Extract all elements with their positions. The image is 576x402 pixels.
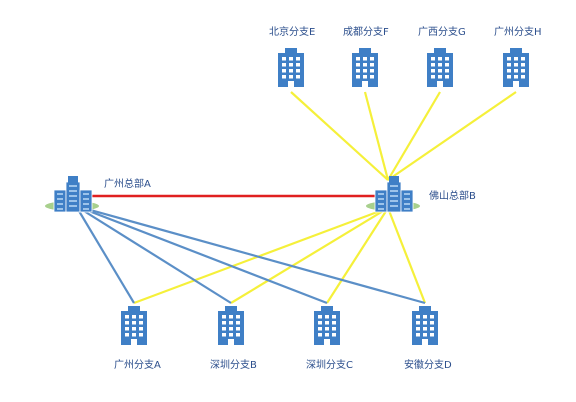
link-hq-b-to-branch-g — [387, 91, 441, 181]
branch-a-building-icon — [121, 306, 147, 345]
link-hq-a-to-branch-c — [75, 204, 328, 305]
hq-a-headquarters-icon — [45, 176, 99, 213]
label-branch-f: 成都分支F — [343, 27, 389, 38]
label-branch-d: 安徽分支D — [404, 360, 452, 371]
link-hq-b-to-branch-h — [387, 91, 517, 181]
label-branch-g: 广西分支G — [418, 27, 466, 38]
link-hq-a-to-branch-b — [75, 205, 232, 304]
hq-b-headquarters-icon — [366, 176, 420, 213]
branch-c-building-icon — [314, 306, 340, 345]
link-hq-b-to-branch-c — [326, 207, 389, 304]
label-hq-b: 佛山总部B — [429, 191, 476, 202]
branch-d-building-icon — [412, 306, 438, 345]
link-hq-a-to-branch-d — [75, 204, 426, 305]
label-branch-a: 广州分支A — [114, 360, 161, 371]
link-hq-b-to-branch-e — [290, 91, 389, 181]
link-hq-b-to-branch-b — [230, 207, 389, 304]
branch-h-building-icon — [503, 48, 529, 87]
label-branch-h: 广州分支H — [494, 27, 542, 38]
links-layer — [72, 91, 517, 305]
link-hq-b-to-branch-a — [133, 206, 389, 305]
nodes-layer — [45, 48, 529, 345]
link-hq-b-to-branch-d — [386, 207, 427, 304]
branch-b-building-icon — [218, 306, 244, 345]
branch-g-building-icon — [427, 48, 453, 87]
link-hq-b-to-branch-f — [363, 91, 390, 181]
link-hq-a-to-branch-a — [75, 205, 135, 304]
label-branch-c: 深圳分支C — [306, 360, 353, 371]
branch-f-building-icon — [352, 48, 378, 87]
label-branch-b: 深圳分支B — [210, 360, 257, 371]
label-branch-e: 北京分支E — [269, 27, 316, 38]
branch-e-building-icon — [278, 48, 304, 87]
label-hq-a: 广州总部A — [104, 179, 151, 190]
